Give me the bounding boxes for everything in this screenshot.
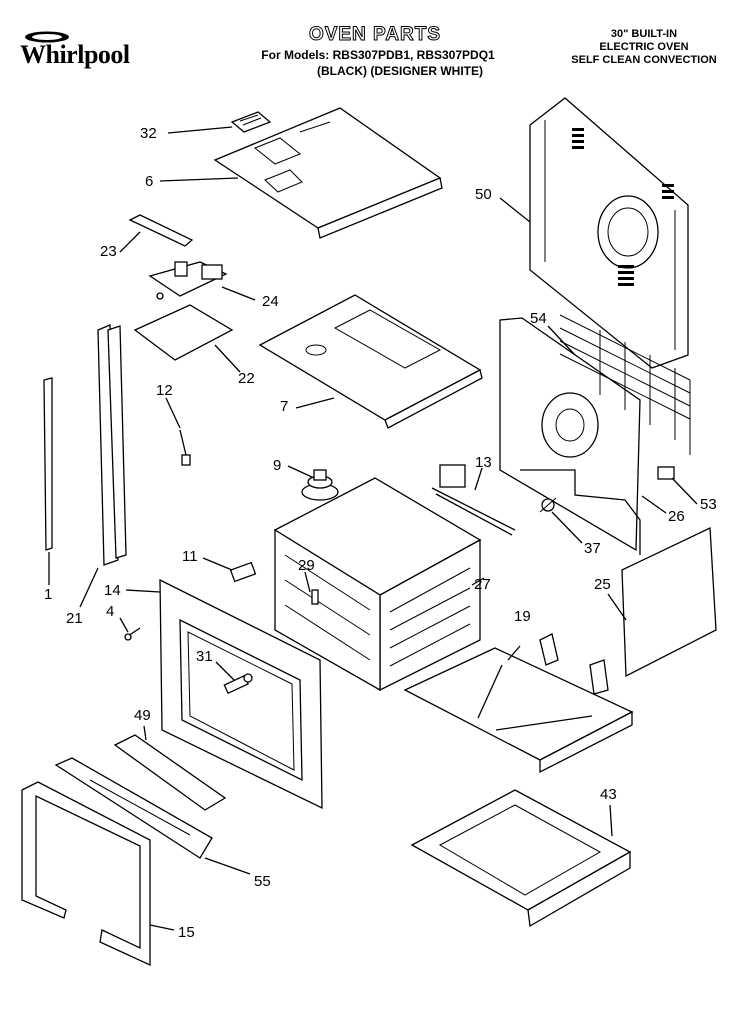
callout-49: 49: [134, 707, 151, 724]
callout-37: 37: [584, 540, 601, 557]
part-26-element: [520, 469, 641, 555]
callout-24: 24: [262, 293, 279, 310]
callout-14: 14: [104, 582, 121, 599]
part-1-side-trim: [43, 377, 53, 551]
part-29-sensor: [311, 589, 319, 605]
callout-6: 6: [145, 173, 154, 190]
callout-26: 26: [668, 508, 685, 525]
callout-23: 23: [100, 243, 117, 260]
callout-9: 9: [273, 457, 282, 474]
product-feature: SELF CLEAN CONVECTION: [571, 54, 717, 66]
models-line: For Models: RBS307PDB1, RBS307PDQ1: [261, 48, 495, 62]
page-title: OVEN PARTS: [308, 24, 442, 46]
callout-12: 12: [156, 382, 173, 399]
part-23-bracket: [128, 214, 194, 247]
leader-lines: [48, 126, 698, 931]
whirlpool-logo-icon: [25, 31, 69, 43]
part-4-screw: [124, 627, 141, 641]
part-19-bottom-tray: [403, 633, 634, 774]
part-37-sensor: [539, 497, 557, 513]
callout-54: 54: [530, 310, 547, 327]
part-6-top-panel: [213, 107, 443, 239]
callout-43: 43: [600, 786, 617, 803]
part-32-label-plate: [230, 111, 272, 133]
callout-32: 32: [140, 125, 157, 142]
callout-1: 1: [44, 586, 53, 603]
part-7-oven-top: [258, 294, 483, 429]
part-49-trim: [113, 734, 227, 811]
callout-7: 7: [280, 398, 289, 415]
callout-13: 13: [475, 454, 492, 471]
part-11-lamp-socket: [229, 561, 257, 583]
product-type: ELECTRIC OVEN: [599, 41, 689, 53]
callout-15: 15: [178, 924, 195, 941]
callout-27: 27: [474, 576, 491, 593]
callout-11: 11: [182, 548, 198, 565]
callout-53: 53: [700, 496, 717, 513]
part-43-bottom-pan: [410, 789, 632, 928]
callout-55: 55: [254, 873, 271, 890]
product-size: 30" BUILT-IN: [610, 28, 678, 40]
part-50-rear-panel: [529, 97, 689, 369]
callout-21: 21: [66, 610, 83, 627]
callout-19: 19: [514, 608, 531, 625]
callout-29: 29: [298, 557, 315, 574]
part-25-side-panel: [621, 526, 717, 678]
part-31-door-switch: [223, 673, 253, 695]
part-24-switch-bracket: [148, 261, 228, 300]
part-15-door-gasket: [21, 781, 151, 967]
callout-50: 50: [475, 186, 492, 203]
brand-logo: Whirlpool: [20, 40, 130, 69]
part-27-oven-cavity: [273, 477, 482, 692]
part-54-rear-wall: [499, 314, 691, 552]
part-13-element: [431, 464, 516, 536]
callout-4: 4: [106, 603, 115, 620]
part-9-fan-motor: [301, 469, 339, 501]
callout-31: 31: [196, 648, 213, 665]
models-color-line: (BLACK) (DESIGNER WHITE): [317, 64, 483, 78]
part-14-front-frame: [159, 578, 323, 810]
part-22-panel: [133, 304, 234, 361]
callout-22: 22: [238, 370, 255, 387]
part-53-connector: [657, 466, 675, 480]
callout-25: 25: [594, 576, 611, 593]
part-21-side-channel: [97, 324, 127, 566]
part-12-clip: [179, 429, 191, 466]
part-55-vent-trim: [54, 757, 213, 859]
